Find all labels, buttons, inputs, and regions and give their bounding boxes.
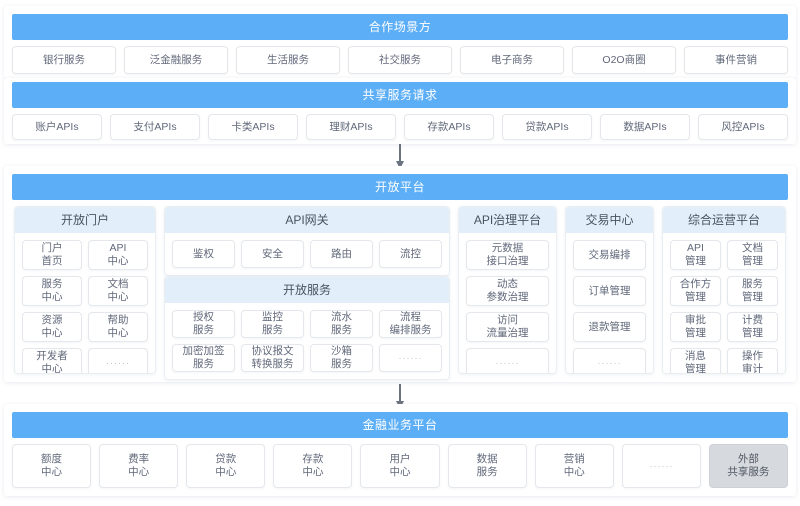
open-service-chip-grid: 授权 服务监控 服务流水 服务流程 编排服务加密加签 服务协议报文 转换服务沙箱…: [172, 310, 442, 372]
open-portal-item-8[interactable]: ······: [88, 348, 148, 373]
trade-center-item-3[interactable]: 退款管理: [573, 312, 646, 342]
partner-item-1[interactable]: 银行服务: [12, 46, 116, 74]
operation-item-7[interactable]: 消息 管理: [670, 348, 721, 373]
trade-center-chip-stack: 交易编排订单管理退款管理 ······: [573, 240, 646, 373]
partner-item-5[interactable]: 电子商务: [460, 46, 564, 74]
finance-item-5[interactable]: 用户 中心: [360, 444, 440, 488]
section-shared-service-request: 共享服务请求 账户APIs 支付APIs 卡类APIs 理财APIs 存款APIs 贷款A…: [4, 78, 796, 144]
open-service-item-8[interactable]: ······: [379, 344, 442, 372]
finance-item-6[interactable]: 数据 服务: [447, 444, 527, 488]
open-service-item-4[interactable]: 流程 编排服务: [379, 310, 442, 338]
api-gateway-item-2[interactable]: 安全: [241, 240, 304, 268]
operation-item-3[interactable]: 合作方 管理: [670, 276, 721, 306]
panel-open-service-title: 开放服务: [165, 277, 449, 303]
trade-center-item-4[interactable]: ······: [573, 348, 646, 373]
partner-item-7[interactable]: 事件营销: [684, 46, 788, 74]
operation-item-5[interactable]: 审批 管理: [670, 312, 721, 342]
shared-api-item-4[interactable]: 理财APIs: [306, 114, 396, 140]
api-gateway-item-1[interactable]: 鉴权: [172, 240, 235, 268]
operation-item-8[interactable]: 操作 审计: [727, 348, 778, 373]
shared-service-chip-row: 账户APIs 支付APIs 卡类APIs 理财APIs 存款APIs 贷款APIs 数据AP…: [12, 114, 788, 140]
finance-item-3[interactable]: 贷款 中心: [186, 444, 266, 488]
finance-item-1[interactable]: 额度 中心: [12, 444, 92, 488]
open-service-item-7[interactable]: 沙箱 服务: [310, 344, 373, 372]
column-trade-center-title: 交易中心: [566, 207, 653, 233]
column-gateway-and-services: API网关 鉴权安全路由流控 开放服务 授权 服务监控 服务流水 服务流程 编排…: [164, 206, 450, 380]
operation-item-1[interactable]: API 管理: [670, 240, 721, 270]
finance-item-7[interactable]: 营销 中心: [534, 444, 614, 488]
api-governance-chip-stack: 元数据 接口治理动态 参数治理访问 流量治理 ······: [466, 240, 549, 373]
trade-center-item-2[interactable]: 订单管理: [573, 276, 646, 306]
api-gateway-chip-grid: 鉴权安全路由流控: [172, 240, 442, 268]
finance-chip-row: 额度 中心费率 中心贷款 中心存款 中心用户 中心数据 服务营销 中心·····…: [12, 444, 788, 488]
open-portal-item-7[interactable]: 开发者 中心: [22, 348, 82, 373]
api-governance-item-2[interactable]: 动态 参数治理: [466, 276, 549, 306]
column-api-governance-title: API治理平台: [459, 207, 556, 233]
api-gateway-item-3[interactable]: 路由: [310, 240, 373, 268]
column-operation-platform-title: 综合运营平台: [663, 207, 785, 233]
panel-open-service: 开放服务 授权 服务监控 服务流水 服务流程 编排服务加密加签 服务协议报文 转…: [164, 276, 450, 380]
shared-api-item-1[interactable]: 账户APIs: [12, 114, 102, 140]
operation-item-2[interactable]: 文档 管理: [727, 240, 778, 270]
api-governance-item-1[interactable]: 元数据 接口治理: [466, 240, 549, 270]
section-partner-scenarios: 合作场景方 银行服务泛金融服务生活服务社交服务电子商务 O2O商圈事件营销: [4, 6, 796, 78]
operation-item-4[interactable]: 服务 管理: [727, 276, 778, 306]
section-shared-service-title: 共享服务请求: [12, 82, 788, 108]
open-portal-item-2[interactable]: API 中心: [88, 240, 148, 270]
open-service-item-1[interactable]: 授权 服务: [172, 310, 235, 338]
open-portal-item-3[interactable]: 服务 中心: [22, 276, 82, 306]
finance-item-8[interactable]: ······: [621, 444, 701, 488]
column-trade-center: 交易中心 交易编排订单管理退款管理 ······: [565, 206, 654, 374]
operation-platform-chip-grid: API 管理文档 管理合作方 管理服务 管理审批 管理计费 管理消息 管理操作 …: [670, 240, 778, 373]
panel-api-gateway: API网关 鉴权安全路由流控: [164, 206, 450, 276]
section-finance-title: 金融业务平台: [12, 412, 788, 438]
down-arrow-icon-top: [393, 144, 407, 170]
api-gateway-item-4[interactable]: 流控: [379, 240, 442, 268]
column-operation-platform: 综合运营平台 API 管理文档 管理合作方 管理服务 管理审批 管理计费 管理消…: [662, 206, 786, 374]
partner-chip-row: 银行服务泛金融服务生活服务社交服务电子商务 O2O商圈事件营销: [12, 46, 788, 74]
shared-api-item-3[interactable]: 卡类APIs: [208, 114, 298, 140]
open-portal-item-1[interactable]: 门户 首页: [22, 240, 82, 270]
api-governance-item-3[interactable]: 访问 流量治理: [466, 312, 549, 342]
api-governance-item-4[interactable]: ······: [466, 348, 549, 373]
shared-api-item-8[interactable]: 风控APIs: [698, 114, 788, 140]
shared-api-item-6[interactable]: 贷款APIs: [502, 114, 592, 140]
partner-item-3[interactable]: 生活服务: [236, 46, 340, 74]
panel-api-gateway-title: API网关: [165, 207, 449, 233]
section-partner-title: 合作场景方: [12, 14, 788, 40]
trade-center-item-1[interactable]: 交易编排: [573, 240, 646, 270]
section-finance-business-platform: 金融业务平台 额度 中心费率 中心贷款 中心存款 中心用户 中心数据 服务营销 …: [4, 404, 796, 496]
column-api-governance: API治理平台 元数据 接口治理动态 参数治理访问 流量治理 ······: [458, 206, 557, 374]
operation-item-6[interactable]: 计费 管理: [727, 312, 778, 342]
open-portal-item-4[interactable]: 文档 中心: [88, 276, 148, 306]
open-portal-item-5[interactable]: 资源 中心: [22, 312, 82, 342]
finance-item-4[interactable]: 存款 中心: [273, 444, 353, 488]
finance-item-9[interactable]: 外部 共享服务: [708, 444, 788, 488]
shared-api-item-2[interactable]: 支付APIs: [110, 114, 200, 140]
open-service-item-2[interactable]: 监控 服务: [241, 310, 304, 338]
column-open-portal-title: 开放门户: [15, 207, 155, 233]
partner-item-2[interactable]: 泛金融服务: [124, 46, 228, 74]
partner-item-6[interactable]: O2O商圈: [572, 46, 676, 74]
open-service-item-3[interactable]: 流水 服务: [310, 310, 373, 338]
open-service-item-5[interactable]: 加密加签 服务: [172, 344, 235, 372]
open-portal-item-6[interactable]: 帮助 中心: [88, 312, 148, 342]
open-service-item-6[interactable]: 协议报文 转换服务: [241, 344, 304, 372]
partner-item-4[interactable]: 社交服务: [348, 46, 452, 74]
finance-item-2[interactable]: 费率 中心: [99, 444, 179, 488]
shared-api-item-5[interactable]: 存款APIs: [404, 114, 494, 140]
shared-api-item-7[interactable]: 数据APIs: [600, 114, 690, 140]
section-open-platform-title: 开放平台: [12, 174, 788, 200]
